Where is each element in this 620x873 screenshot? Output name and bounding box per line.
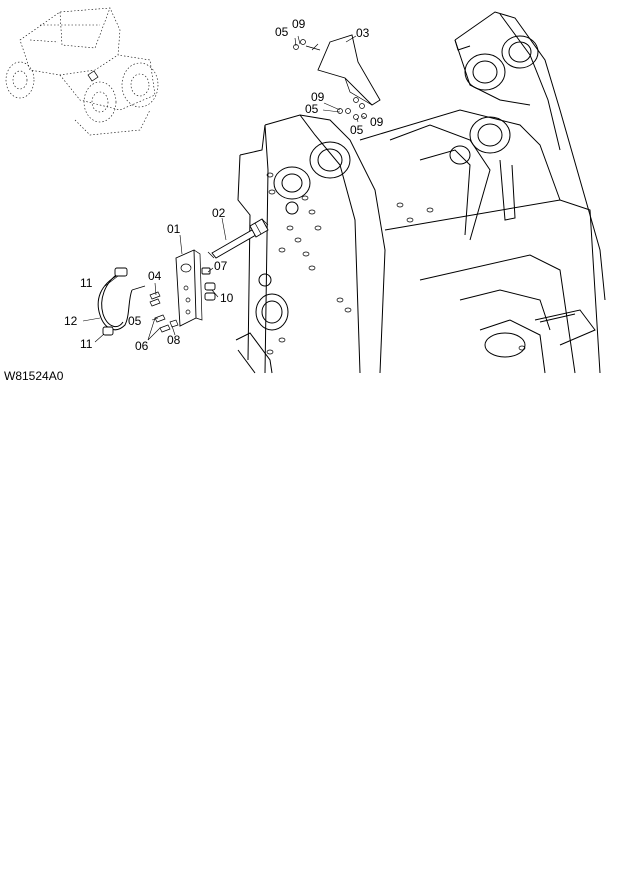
leader-lines — [82, 35, 367, 343]
boom-frame — [235, 11, 606, 374]
callout-labels: 05 09 03 09 05 05 09 02 01 07 04 10 11 0… — [64, 17, 384, 353]
callout-02: 02 — [212, 206, 226, 220]
callout-01: 01 — [167, 222, 181, 236]
callout-11: 11 — [80, 276, 93, 290]
figure-reference-code: W81524A0 — [4, 369, 64, 383]
callout-07: 07 — [214, 259, 228, 273]
callout-09: 09 — [311, 90, 325, 104]
callout-05: 05 — [350, 123, 364, 137]
part-03-bracket — [305, 34, 381, 109]
callout-08: 08 — [167, 333, 181, 347]
part-02-sensor — [207, 218, 269, 259]
callout-11: 11 — [80, 337, 93, 351]
callout-05: 05 — [275, 25, 289, 39]
callout-06: 06 — [135, 339, 149, 353]
callout-05: 05 — [128, 314, 142, 328]
callout-12: 12 — [64, 314, 78, 328]
frame-bolts — [266, 172, 526, 355]
callout-09: 09 — [292, 17, 306, 31]
callout-04: 04 — [148, 269, 162, 283]
part-12-harness — [97, 267, 146, 336]
callout-05: 05 — [305, 102, 319, 116]
part-01-fasteners — [149, 267, 216, 333]
machine-thumbnail — [5, 7, 159, 136]
callout-09: 09 — [370, 115, 384, 129]
part-01-bracket — [175, 249, 203, 327]
callout-10: 10 — [220, 291, 234, 305]
callout-03: 03 — [356, 26, 370, 40]
